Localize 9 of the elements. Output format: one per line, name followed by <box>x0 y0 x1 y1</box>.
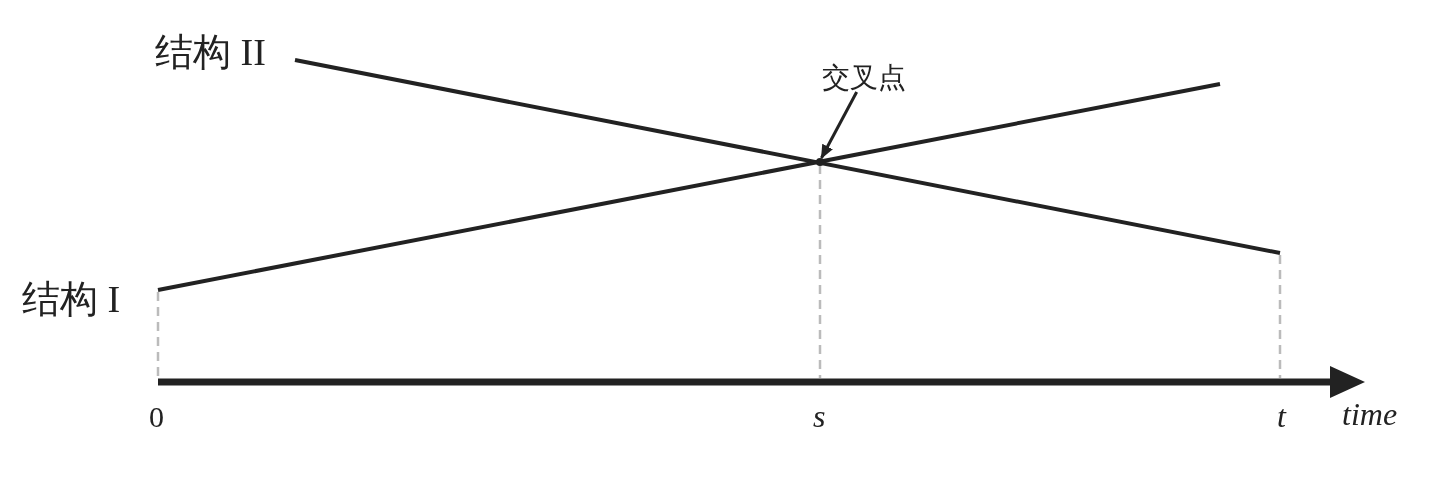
axis-title: time <box>1342 398 1398 430</box>
line-label: 结构 II <box>155 33 266 71</box>
axis-tick-label: s <box>813 400 826 432</box>
axis-tick-label: 0 <box>149 402 164 432</box>
crossing-point <box>816 158 824 166</box>
axis-tick-label: t <box>1277 400 1286 432</box>
callout-label: 交叉点 <box>822 64 906 92</box>
leader-arrow <box>820 91 858 159</box>
line-label: 结构 I <box>22 280 121 318</box>
